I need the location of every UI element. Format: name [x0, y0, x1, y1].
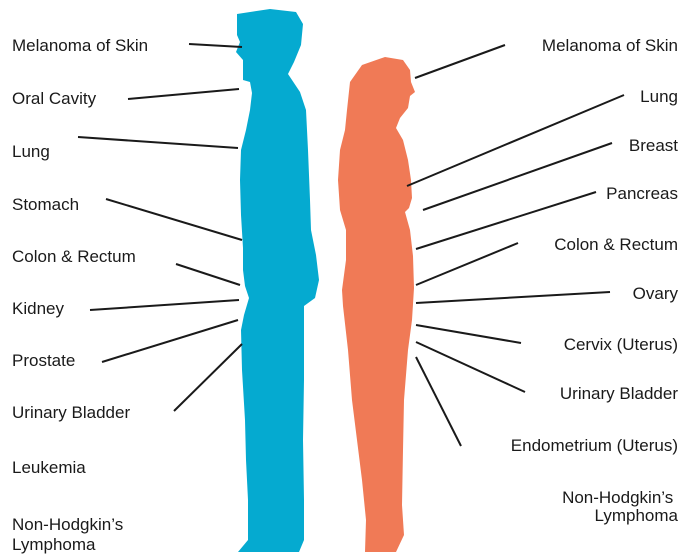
female-label-endometrium-uterus: Endometrium (Uterus): [511, 436, 678, 455]
male-label-lung: Lung: [12, 142, 50, 161]
male-label-non-hodgkins-lymphoma: Non-Hodgkin’s Lymphoma: [12, 515, 128, 554]
female-label-non-hodgkins-line1: Non-Hodgkin’s: [562, 488, 673, 507]
male-leader-kidney: [90, 300, 239, 310]
male-leader-stomach: [106, 199, 242, 240]
female-label-lung: Lung: [640, 87, 678, 106]
female-leader-endometrium-uterus: [416, 357, 461, 446]
female-label-cervix-uterus: Cervix (Uterus): [564, 335, 678, 354]
male-label-non-hodgkins-line2: Lymphoma: [12, 535, 96, 554]
female-label-urinary-bladder: Urinary Bladder: [560, 384, 678, 403]
female-leader-lung: [407, 95, 624, 186]
male-label-urinary-bladder: Urinary Bladder: [12, 403, 130, 422]
male-label-kidney: Kidney: [12, 299, 64, 318]
female-silhouette: [338, 57, 415, 552]
female-leader-melanoma-of-skin: [415, 45, 505, 78]
male-label-leukemia: Leukemia: [12, 458, 86, 477]
female-leader-ovary: [416, 292, 610, 303]
female-label-breast: Breast: [629, 136, 678, 155]
male-leader-urinary-bladder: [174, 344, 242, 411]
male-label-melanoma-of-skin: Melanoma of Skin: [12, 36, 148, 55]
male-label-prostate: Prostate: [12, 351, 75, 370]
female-leader-breast: [423, 143, 612, 210]
male-leader-prostate: [102, 320, 238, 362]
female-label-pancreas: Pancreas: [606, 184, 678, 203]
male-label-non-hodgkins-line1: Non-Hodgkin’s: [12, 515, 123, 534]
female-label-ovary: Ovary: [633, 284, 679, 303]
male-leader-colon-rectum: [176, 264, 240, 285]
male-label-colon-rectum: Colon & Rectum: [12, 247, 136, 266]
female-label-melanoma-of-skin: Melanoma of Skin: [542, 36, 678, 55]
female-label-non-hodgkins-lymphoma: Non-Hodgkin’s Lymphoma: [562, 488, 678, 525]
male-label-oral-cavity: Oral Cavity: [12, 89, 97, 108]
female-label-non-hodgkins-line2: Lymphoma: [595, 506, 679, 525]
male-leader-oral-cavity: [128, 89, 239, 99]
male-leader-melanoma-of-skin: [189, 44, 242, 47]
female-leader-colon-rectum: [416, 243, 518, 285]
male-leader-lung: [78, 137, 238, 148]
female-leader-urinary-bladder: [416, 342, 525, 392]
male-label-stomach: Stomach: [12, 195, 79, 214]
female-leader-cervix-uterus: [416, 325, 521, 343]
female-label-colon-rectum: Colon & Rectum: [554, 235, 678, 254]
male-silhouette: [236, 9, 319, 552]
